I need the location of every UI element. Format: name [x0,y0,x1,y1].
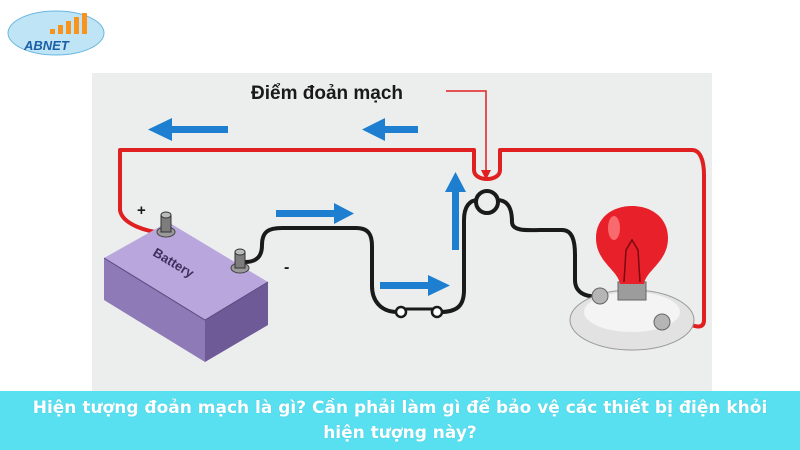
label-pointer-arrowhead [481,170,491,180]
short-circuit-loop [474,189,500,215]
signal-bars-icon [50,13,87,34]
negative-wire-2 [438,198,480,314]
terminal-negative [230,248,250,274]
minus-sign: - [284,259,289,276]
caption-text: Hiện tượng đoản mạch là gì? Cần phải làm… [32,397,768,443]
short-circuit-label: Điểm đoản mạch [251,83,403,104]
current-arrow-4 [445,172,466,250]
plus-sign: + [137,202,146,219]
switch [394,305,444,319]
current-arrow-5 [380,275,450,296]
positive-wire [118,148,706,329]
current-arrow-1 [148,118,228,141]
battery: Battery + - [103,202,289,362]
caption-bar: Hiện tượng đoản mạch là gì? Cần phải làm… [0,391,800,450]
abnet-logo: ABNET [7,10,105,56]
current-arrow-3 [276,203,354,224]
negative-wire [243,226,400,314]
logo-text: ABNET [23,38,70,53]
light-bulb [569,206,695,351]
negative-wire-3 [495,198,602,299]
current-arrow-2 [362,118,418,141]
terminal-positive [156,211,176,238]
label-pointer-line [446,90,487,176]
